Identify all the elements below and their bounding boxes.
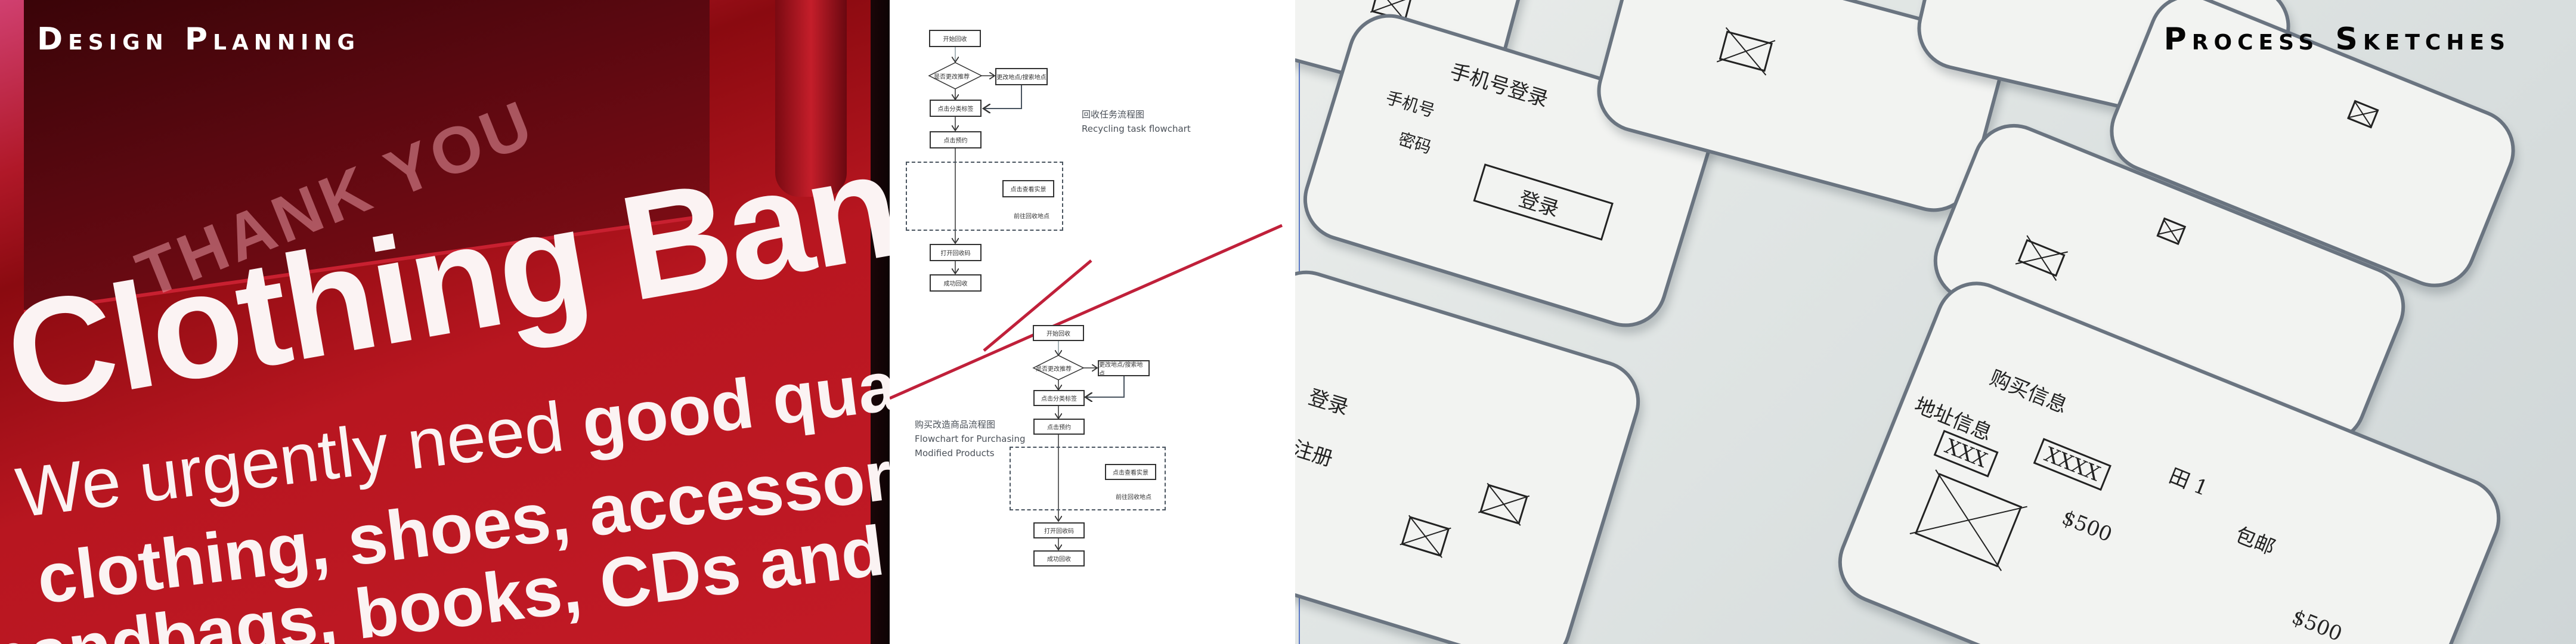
fc1-visit-group — [906, 162, 1063, 231]
fc2-success-node: 成功回收 — [1033, 550, 1085, 566]
fc2-caption-en-1: Flowchart for Purchasing — [915, 434, 1026, 444]
fc2-change-location-node: 更改地点/搜索地点 — [1098, 360, 1150, 377]
bin-edge — [871, 0, 890, 644]
buy-info-label: 购买信息 — [1986, 366, 2071, 419]
fc1-view-scene-node: 点击查看实景 — [1002, 180, 1054, 197]
login-label: 登录 — [1516, 187, 1562, 222]
fc1-decision-node: 是否更改推荐 — [934, 74, 970, 80]
fc1-caption: 回收任务流程图 Recycling task flowchart — [1082, 107, 1191, 136]
image-placeholder-icon — [1719, 30, 1773, 72]
phone-label: 手机号 — [1383, 88, 1438, 122]
fc1-start-node: 开始回收 — [929, 30, 981, 47]
fc1-success-node: 成功回收 — [930, 274, 982, 292]
accent-line-short — [983, 259, 1092, 352]
image-placeholder-icon — [1914, 473, 2023, 568]
fc2-decision-node: 是否更改推荐 — [1036, 366, 1072, 373]
fc2-view-scene-node: 点击查看实景 — [1105, 464, 1156, 480]
login-label: 登录 — [1305, 385, 1352, 420]
free-shipping-label: 包邮 — [2231, 522, 2278, 561]
fc1-caption-cn: 回收任务流程图 — [1082, 109, 1145, 120]
fc2-open-code-node: 打开回收码 — [1033, 522, 1085, 538]
fc1-reserve-node: 点击预约 — [930, 131, 982, 148]
image-placeholder-icon — [2156, 217, 2187, 246]
price-label-2: $500 — [2289, 605, 2346, 644]
fc2-reserve-node: 点击预约 — [1033, 419, 1085, 435]
login-button-sketch: 登录 — [1473, 163, 1614, 241]
lid-handle — [775, 0, 847, 197]
quantity-label: 田 1 — [2165, 463, 2212, 501]
design-planning-heading: Design Planning — [37, 21, 361, 57]
fc1-change-location-node: 更改地点/搜索地点 — [995, 68, 1048, 85]
register-label: 注册 — [1295, 436, 1336, 472]
process-sketches-panel: 手机号登录 手机号 密码 登录 登录 注册 购买信息 地址信息 XXX XXXX… — [1295, 0, 2576, 644]
fc2-caption: 购买改造商品流程图 Flowchart for Purchasing Modif… — [915, 417, 1025, 460]
login-phone-label: 手机号登录 — [1447, 59, 1552, 112]
design-planning-panel: THANK YOU Clothing Bank We urgently need… — [0, 0, 890, 644]
fc2-caption-en-2: Modified Products — [915, 448, 995, 459]
accent-line-long — [890, 224, 1283, 400]
image-placeholder-icon — [2017, 239, 2066, 277]
image-placeholder-icon — [1401, 516, 1450, 557]
fc1-caption-en: Recycling task flowchart — [1082, 123, 1191, 134]
xxxx-field: XXXX — [2033, 438, 2111, 491]
fc1-go-to-location-label: 前往回收地点 — [1014, 213, 1049, 220]
password-label: 密码 — [1396, 129, 1434, 158]
image-placeholder-icon — [1479, 484, 1528, 525]
image-placeholder-icon — [2347, 100, 2379, 129]
fc1-open-code-node: 打开回收码 — [930, 244, 982, 261]
fc1-category-tag-node: 点击分类标签 — [930, 100, 982, 117]
process-sketches-heading: Process Sketches — [2163, 21, 2510, 57]
fc2-start-node: 开始回收 — [1033, 325, 1084, 341]
flowchart-panel: 开始回收 是否更改推荐 更改地点/搜索地点 点击分类标签 点击预约 点击查看实景… — [890, 0, 1295, 644]
fc2-visit-group — [1010, 447, 1166, 510]
flowchart-connectors — [890, 47, 1283, 644]
fc2-caption-cn: 购买改造商品流程图 — [915, 419, 996, 430]
price-label: $500 — [2058, 505, 2116, 547]
fc2-category-tag-node: 点击分类标签 — [1033, 390, 1085, 406]
fc2-go-to-location-label: 前往回收地点 — [1116, 494, 1151, 501]
